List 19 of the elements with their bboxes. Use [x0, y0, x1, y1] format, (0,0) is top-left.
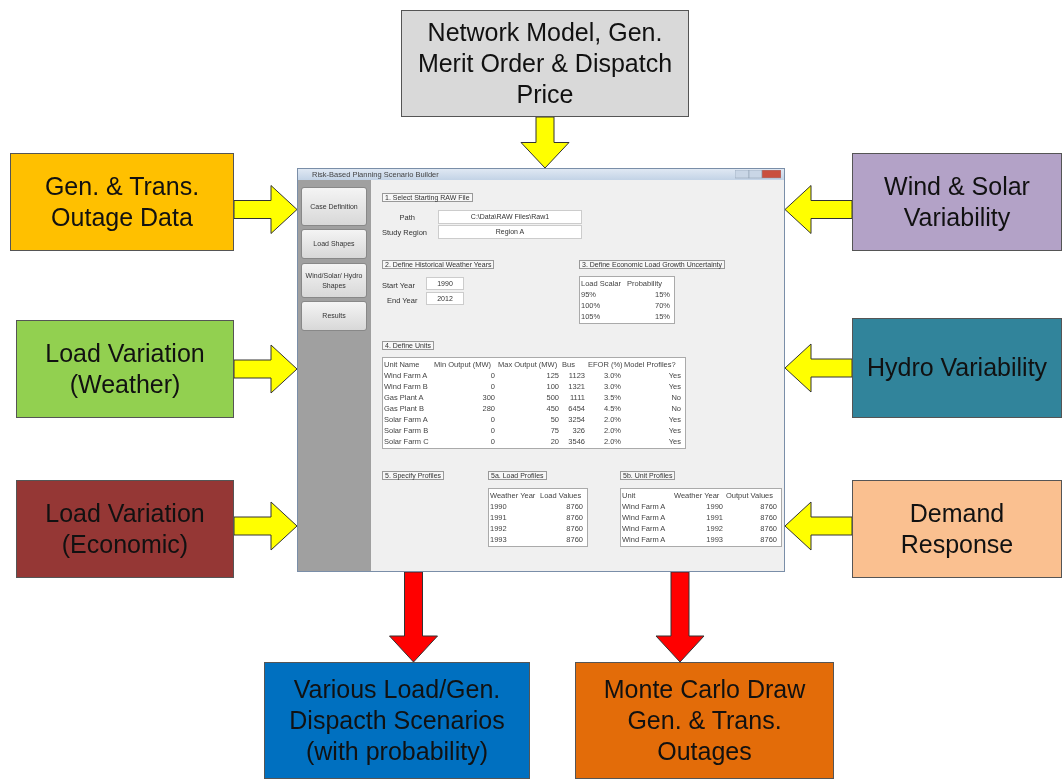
arrow [784, 501, 853, 551]
process-box: Load Variation (Weather) [16, 320, 234, 418]
arrow [784, 343, 853, 393]
process-box: Network Model, Gen. Merit Order & Dispatch Price [401, 10, 689, 117]
arrow [233, 344, 298, 394]
process-box: Gen. & Trans. Outage Data [10, 153, 234, 251]
arrow [655, 571, 705, 663]
process-box: Load Variation (Economic) [16, 480, 234, 578]
application-window [297, 168, 785, 572]
arrow [233, 501, 298, 551]
process-box: Various Load/Gen. Dispacth Scenarios (with probability) [264, 662, 530, 779]
process-box: Wind & Solar Variability [852, 153, 1062, 251]
process-box: Demand Response [852, 480, 1062, 578]
arrow [520, 116, 570, 169]
arrow [784, 185, 853, 234]
process-box: Monte Carlo Draw Gen. & Trans. Outages [575, 662, 834, 779]
arrow [233, 185, 298, 234]
arrow [389, 571, 438, 663]
process-box: Hydro Variability [852, 318, 1062, 418]
